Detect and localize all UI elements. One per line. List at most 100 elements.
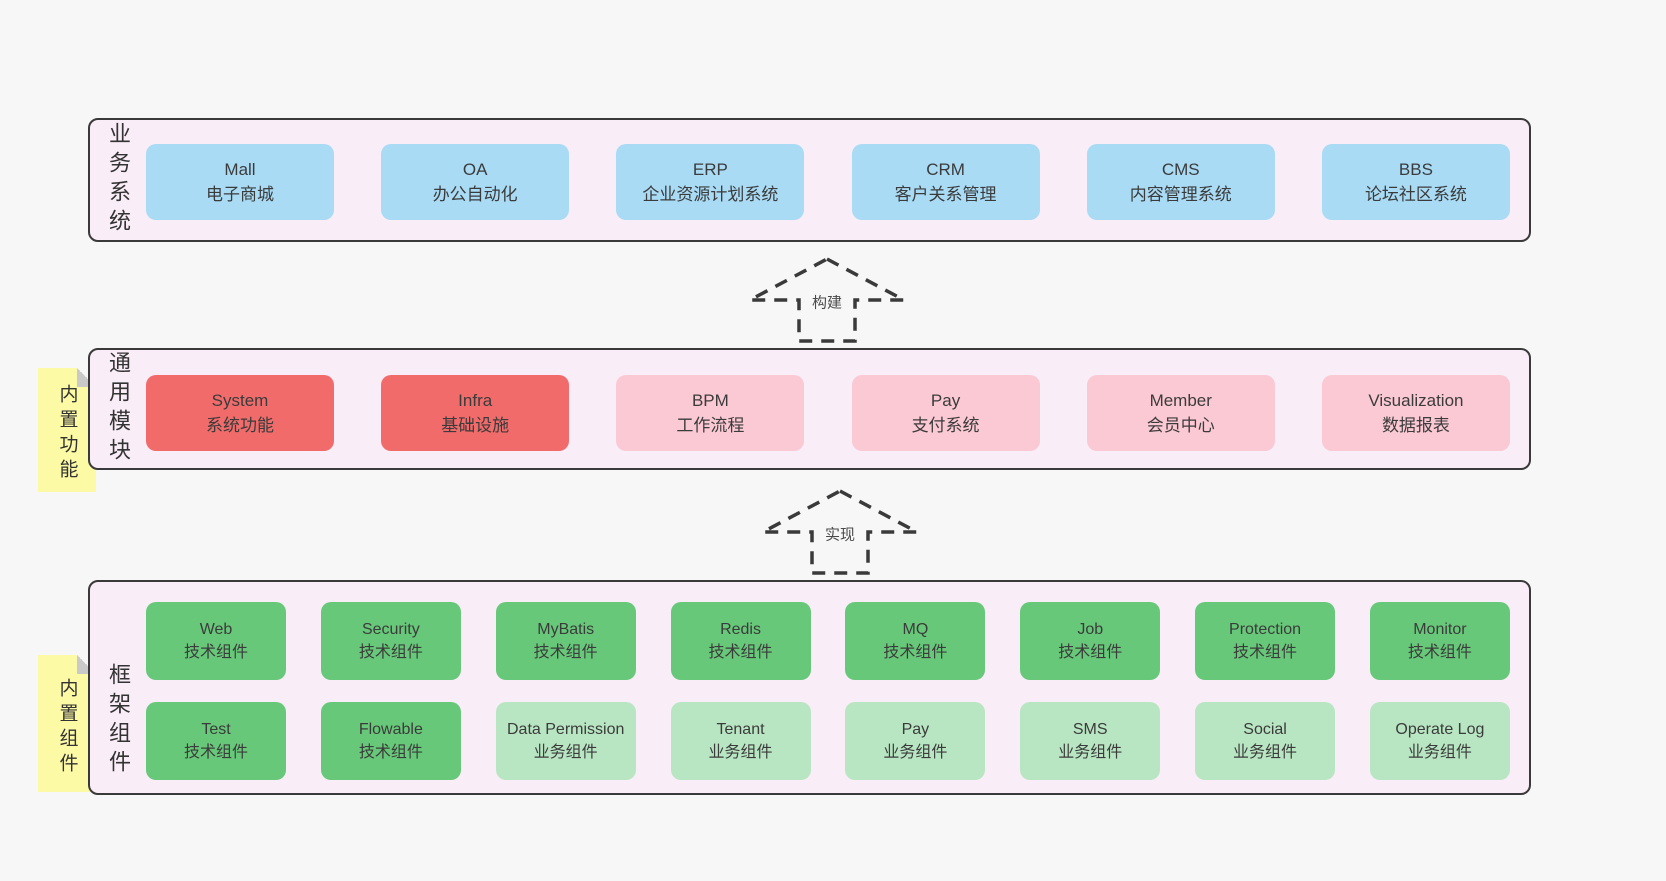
band-label-framework-components: 框架组件 bbox=[106, 663, 131, 779]
node-title: Social bbox=[1243, 721, 1287, 738]
node-subtitle: 支付系统 bbox=[911, 416, 980, 435]
band-framework-components: 框架组件 Web 技术组件 Security 技术组件 MyBatis 技术组件… bbox=[88, 580, 1531, 795]
arrow-implement: 实现 bbox=[757, 488, 923, 576]
node-title: ERP bbox=[692, 160, 728, 179]
band-modules-row: System 系统功能 Infra 基础设施 BPM 工作流程 Pay 支付系统… bbox=[146, 375, 1510, 451]
node-subtitle: 企业资源计划系统 bbox=[642, 185, 779, 204]
node-protection: Protection 技术组件 bbox=[1195, 602, 1336, 680]
node-title: MQ bbox=[902, 621, 929, 638]
node-title: Monitor bbox=[1413, 621, 1467, 638]
node-security: Security 技术组件 bbox=[320, 602, 461, 680]
band-common-modules: 通用模块 System 系统功能 Infra 基础设施 BPM 工作流程 Pay… bbox=[88, 348, 1531, 470]
node-subtitle: 会员中心 bbox=[1146, 416, 1215, 435]
node-title: BBS bbox=[1398, 160, 1433, 179]
node-oa: OA 办公自动化 bbox=[381, 144, 570, 220]
node-subtitle: 技术组件 bbox=[1407, 644, 1472, 661]
node-subtitle: 论坛社区系统 bbox=[1364, 185, 1467, 204]
node-title: Flowable bbox=[358, 721, 423, 738]
node-cms: CMS 内容管理系统 bbox=[1086, 144, 1275, 220]
node-title: OA bbox=[462, 160, 488, 179]
node-pay-component: Pay 业务组件 bbox=[845, 702, 986, 780]
arrow-implement-label: 实现 bbox=[821, 522, 859, 546]
node-title: Infra bbox=[458, 391, 493, 410]
node-subtitle: 技术组件 bbox=[358, 644, 423, 661]
node-title: Data Permission bbox=[507, 721, 625, 738]
dashed-up-arrow-icon bbox=[762, 489, 918, 575]
sticky-note-builtin-components: 内置组件 bbox=[38, 655, 96, 792]
node-crm: CRM 客户关系管理 bbox=[851, 144, 1040, 220]
node-title: Operate Log bbox=[1395, 721, 1485, 738]
node-subtitle: 技术组件 bbox=[1058, 644, 1123, 661]
node-visualization: Visualization 数据报表 bbox=[1321, 375, 1510, 451]
node-mall: Mall 电子商城 bbox=[146, 144, 334, 220]
node-title: Security bbox=[361, 621, 420, 638]
node-title: Redis bbox=[720, 621, 761, 638]
node-subtitle: 技术组件 bbox=[533, 644, 598, 661]
node-test: Test 技术组件 bbox=[146, 702, 286, 780]
node-tenant: Tenant 业务组件 bbox=[670, 702, 811, 780]
node-subtitle: 业务组件 bbox=[533, 744, 598, 761]
node-title: CRM bbox=[926, 160, 965, 179]
node-title: Member bbox=[1149, 391, 1212, 410]
node-redis: Redis 技术组件 bbox=[670, 602, 811, 680]
node-subtitle: 技术组件 bbox=[358, 744, 423, 761]
node-subtitle: 业务组件 bbox=[883, 744, 948, 761]
node-subtitle: 客户关系管理 bbox=[894, 185, 997, 204]
node-subtitle: 业务组件 bbox=[1407, 744, 1472, 761]
band-business-systems: 业务系统 Mall 电子商城 OA 办公自动化 ERP 企业资源计划系统 CRM… bbox=[88, 118, 1531, 242]
node-title: System bbox=[211, 391, 269, 410]
node-subtitle: 技术组件 bbox=[183, 744, 248, 761]
node-subtitle: 业务组件 bbox=[1058, 744, 1123, 761]
node-title: Pay bbox=[930, 391, 961, 410]
node-social: Social 业务组件 bbox=[1195, 702, 1336, 780]
node-subtitle: 系统功能 bbox=[206, 416, 274, 435]
node-subtitle: 电子商城 bbox=[206, 185, 274, 204]
node-subtitle: 办公自动化 bbox=[432, 185, 518, 204]
node-subtitle: 技术组件 bbox=[883, 644, 948, 661]
node-subtitle: 业务组件 bbox=[708, 744, 773, 761]
node-erp: ERP 企业资源计划系统 bbox=[616, 144, 805, 220]
band-components-row-1: Web 技术组件 Security 技术组件 MyBatis 技术组件 Redi… bbox=[146, 602, 1510, 680]
node-mybatis: MyBatis 技术组件 bbox=[495, 602, 636, 680]
node-job: Job 技术组件 bbox=[1020, 602, 1161, 680]
node-subtitle: 业务组件 bbox=[1233, 744, 1298, 761]
band-business-row: Mall 电子商城 OA 办公自动化 ERP 企业资源计划系统 CRM 客户关系… bbox=[146, 144, 1510, 220]
band-label-business-systems: 业务系统 bbox=[106, 122, 131, 238]
dashed-up-arrow-icon bbox=[749, 257, 905, 343]
node-title: Test bbox=[201, 721, 231, 738]
sticky-note-label: 内置组件 bbox=[56, 677, 78, 778]
node-title: BPM bbox=[691, 391, 729, 410]
node-title: MyBatis bbox=[537, 621, 595, 638]
node-monitor: Monitor 技术组件 bbox=[1369, 602, 1510, 680]
node-title: Protection bbox=[1229, 621, 1302, 638]
node-subtitle: 技术组件 bbox=[708, 644, 773, 661]
arrow-build-label: 构建 bbox=[808, 290, 846, 314]
node-title: Visualization bbox=[1368, 391, 1464, 410]
node-operate-log: Operate Log 业务组件 bbox=[1369, 702, 1510, 780]
band-label-common-modules: 通用模块 bbox=[106, 351, 131, 467]
node-title: Tenant bbox=[716, 721, 765, 738]
band-components-row-2: Test 技术组件 Flowable 技术组件 Data Permission … bbox=[146, 702, 1510, 780]
arrow-build: 构建 bbox=[744, 256, 910, 344]
node-title: Job bbox=[1077, 621, 1104, 638]
node-subtitle: 基础设施 bbox=[441, 416, 510, 435]
node-flowable: Flowable 技术组件 bbox=[320, 702, 461, 780]
node-pay: Pay 支付系统 bbox=[851, 375, 1040, 451]
node-title: CMS bbox=[1161, 160, 1200, 179]
node-infra: Infra 基础设施 bbox=[381, 375, 570, 451]
node-system: System 系统功能 bbox=[146, 375, 334, 451]
node-data-permission: Data Permission 业务组件 bbox=[495, 702, 636, 780]
node-subtitle: 数据报表 bbox=[1381, 416, 1450, 435]
node-subtitle: 工作流程 bbox=[676, 416, 745, 435]
node-subtitle: 技术组件 bbox=[183, 644, 248, 661]
node-title: Mall bbox=[224, 160, 256, 179]
node-mq: MQ 技术组件 bbox=[845, 602, 986, 680]
node-subtitle: 内容管理系统 bbox=[1129, 185, 1232, 204]
node-title: Web bbox=[199, 621, 233, 638]
node-member: Member 会员中心 bbox=[1086, 375, 1275, 451]
sticky-note-label: 内置功能 bbox=[56, 384, 78, 484]
node-sms: SMS 业务组件 bbox=[1020, 702, 1161, 780]
node-title: Pay bbox=[901, 721, 930, 738]
node-bbs: BBS 论坛社区系统 bbox=[1321, 144, 1510, 220]
node-title: SMS bbox=[1072, 721, 1108, 738]
